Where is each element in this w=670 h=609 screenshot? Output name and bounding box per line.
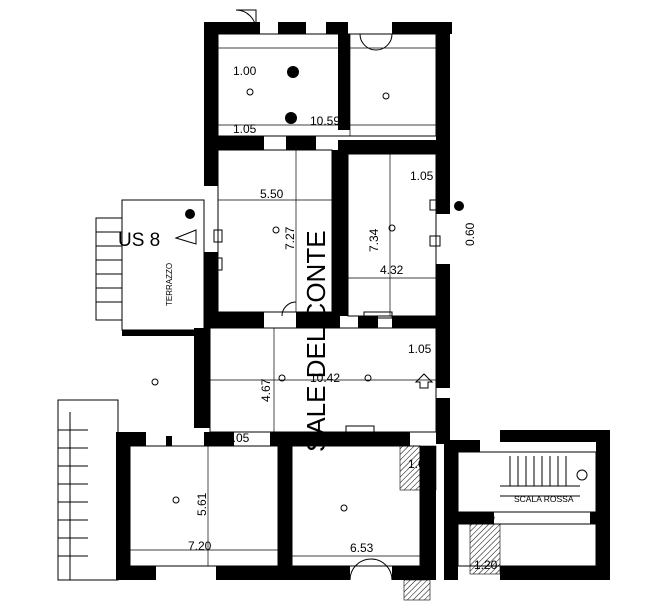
top-block-walls [204, 9, 452, 154]
dimension-label: 4.67 [337, 84, 351, 108]
stair-label: SCALA ROSSA [514, 494, 574, 504]
dimension-label: 7.27 [283, 226, 297, 250]
dimension-label: 1.05 [410, 169, 434, 183]
middle-block-walls [185, 149, 464, 328]
dimension-label: 1.05 [408, 457, 432, 471]
dimension-label: 1.05 [233, 122, 257, 136]
hall-title: SALE DEL CONTE [301, 230, 331, 452]
dimension-label: 1.20 [474, 558, 498, 572]
dimension-label: 1.10 [483, 516, 495, 522]
terrace-label: TERRAZZO [165, 263, 174, 306]
dimension-label: 4.67 [259, 378, 273, 402]
dimension-label: 6.53 [350, 541, 374, 555]
lower-hall-walls [122, 311, 450, 446]
dimension-label: 1.00 [233, 64, 257, 78]
room-label-us8: US 8 [118, 230, 160, 251]
dimension-label: 10.59 [310, 114, 340, 128]
dimension-label: 7.34 [367, 228, 381, 252]
dimension-label: 5.61 [195, 492, 209, 516]
dimension-label: 1.00 [426, 494, 436, 512]
dimension-label: 10.42 [310, 371, 340, 385]
dimension-label: 0.60 [463, 222, 477, 246]
dimension-label: 4.32 [380, 263, 404, 277]
dimension-label: 7.20 [188, 539, 212, 553]
terrace [95, 199, 205, 331]
dimension-label: 5.50 [260, 187, 284, 201]
lower-left-walls [57, 399, 292, 581]
plan-labels: US 8 TERRAZZO SALE DEL CONTE SCALA ROSSA… [118, 64, 574, 572]
dimension-label: 1.05 [408, 342, 432, 356]
dimension-label: 1.05 [226, 431, 250, 445]
dimension-label: 1.05 [236, 318, 248, 324]
scala-rossa-walls [399, 430, 610, 601]
